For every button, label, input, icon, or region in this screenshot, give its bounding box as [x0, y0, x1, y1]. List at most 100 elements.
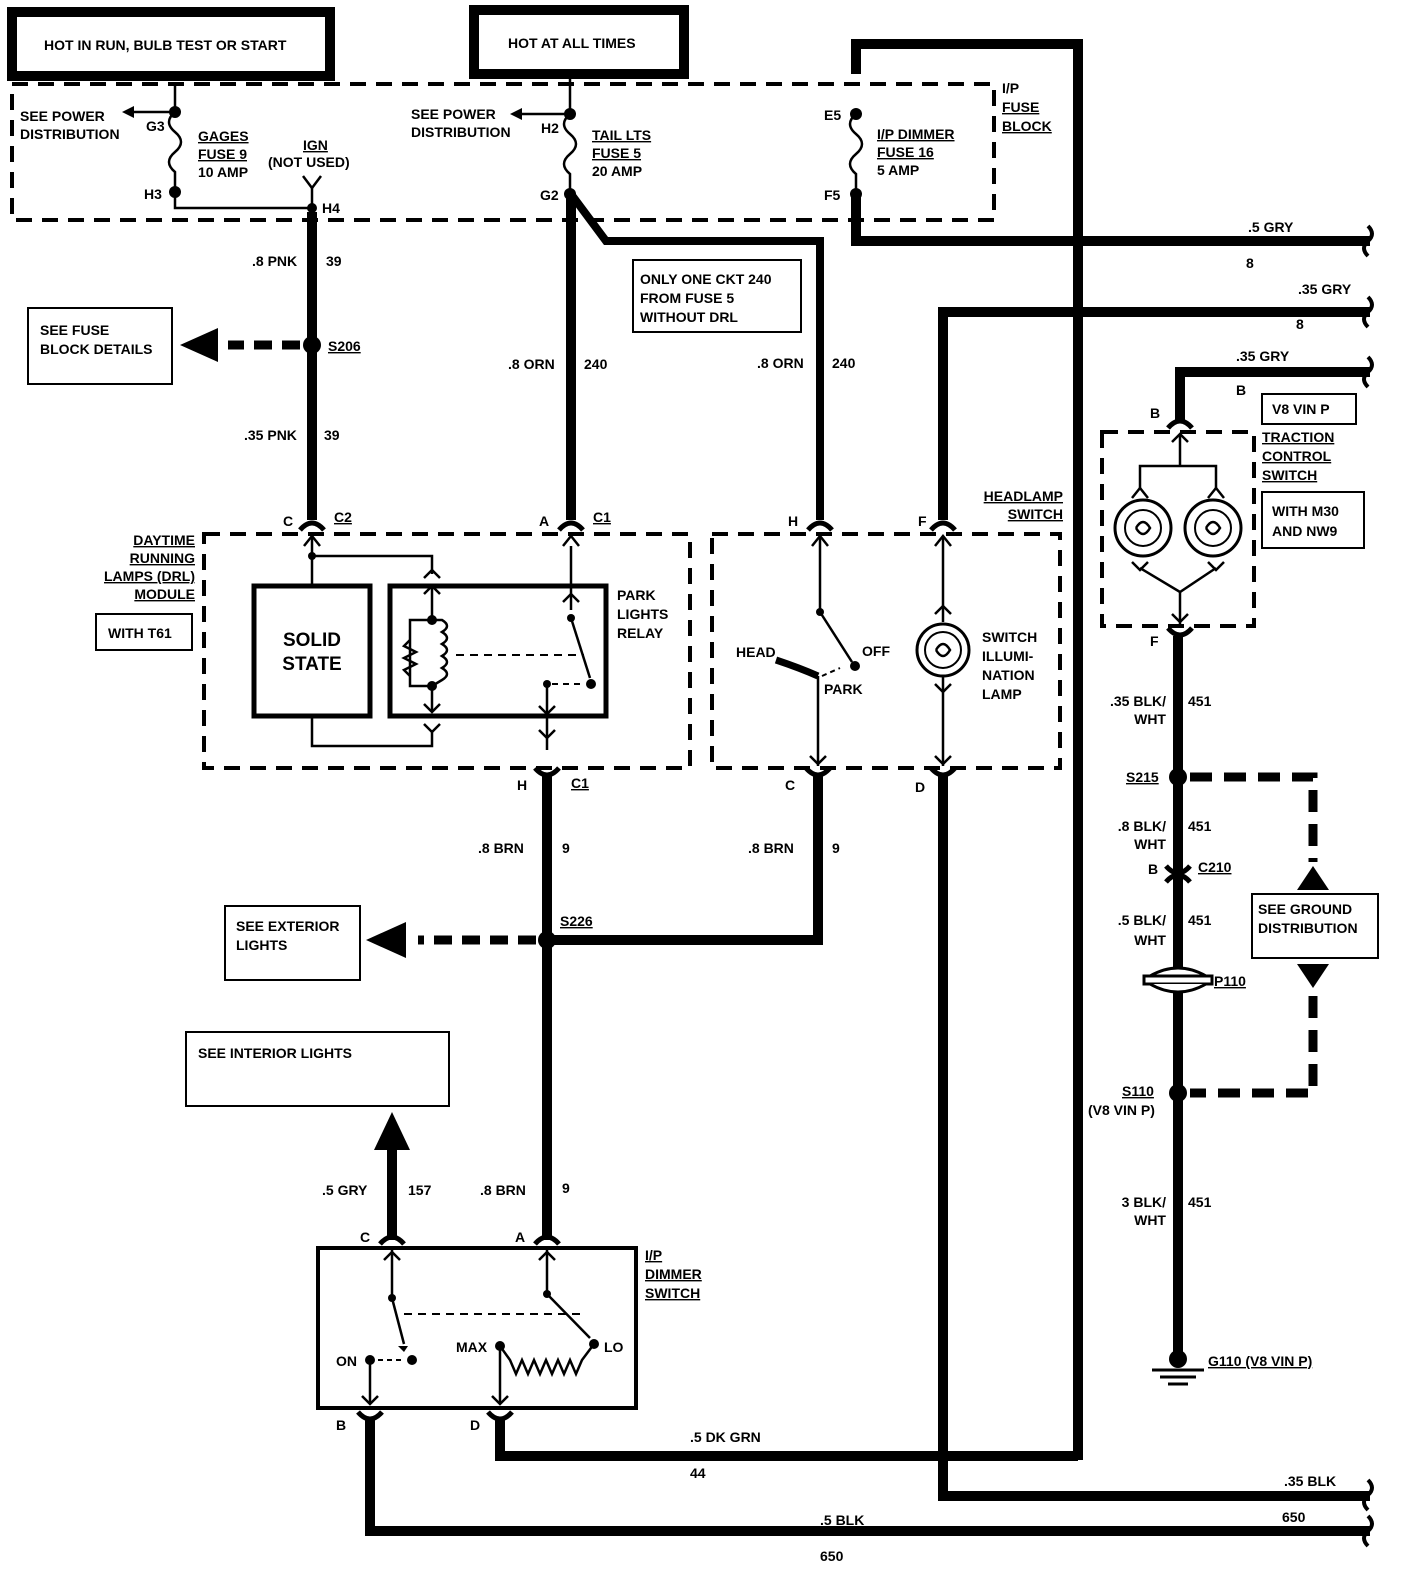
header-hot-in-run-text: HOT IN RUN, BULB TEST OR START: [44, 37, 287, 53]
svg-text:39: 39: [324, 427, 340, 443]
svg-text:TRACTION: TRACTION: [1262, 429, 1334, 445]
svg-text:D: D: [915, 779, 925, 795]
svg-text:FROM FUSE 5: FROM FUSE 5: [640, 290, 734, 306]
note-only-one-ckt: ONLY ONE CKT 240 FROM FUSE 5 WITHOUT DRL: [632, 259, 802, 333]
traction-switch-lamps: [1113, 432, 1243, 624]
headlamp-switch-outline: [710, 532, 1062, 770]
svg-text:LAMP: LAMP: [982, 686, 1022, 702]
dimmer-connector-b: B: [336, 1410, 384, 1433]
traction-connector-b: B: [1150, 405, 1194, 430]
svg-text:DAYTIME: DAYTIME: [133, 532, 195, 548]
svg-text:DISTRIBUTION: DISTRIBUTION: [1258, 920, 1358, 936]
svg-text:WITH M30: WITH M30: [1272, 503, 1339, 519]
svg-text:G110 (V8 VIN P): G110 (V8 VIN P): [1208, 1353, 1312, 1369]
svg-text:B: B: [336, 1417, 346, 1433]
svg-text:WHT: WHT: [1134, 836, 1166, 852]
solid-state-block: SOLID STATE: [251, 536, 441, 748]
ign-terminal: IGN (NOT USED) H4: [268, 137, 350, 216]
fuse-ip-dimmer: E5 F5 I/P DIMMER FUSE 16 5 AMP: [824, 107, 955, 203]
svg-text:FUSE 9: FUSE 9: [198, 146, 247, 162]
svg-text:PARK: PARK: [617, 587, 656, 603]
svg-text:C1: C1: [593, 509, 611, 525]
svg-text:.35 GRY: .35 GRY: [1298, 281, 1352, 297]
svg-text:.35 PNK: .35 PNK: [244, 427, 297, 443]
svg-text:DISTRIBUTION: DISTRIBUTION: [411, 124, 511, 140]
svg-text:S206: S206: [328, 338, 361, 354]
svg-text:SEE GROUND: SEE GROUND: [1258, 901, 1352, 917]
svg-text:IGN: IGN: [303, 137, 328, 153]
svg-text:A: A: [515, 1229, 525, 1245]
svg-text:G2: G2: [540, 187, 559, 203]
note-see-interior-lights: SEE INTERIOR LIGHTS: [185, 1031, 450, 1107]
svg-text:LO: LO: [604, 1339, 624, 1355]
svg-text:RUNNING: RUNNING: [130, 550, 195, 566]
headlamp-connector-h: H: [788, 513, 834, 547]
svg-text:S215: S215: [1126, 769, 1159, 785]
svg-text:C: C: [785, 777, 795, 793]
wire-label-orn-2: .8 ORN 240: [757, 355, 856, 371]
wire-label-gry-traction: .35 GRY B: [1236, 348, 1290, 398]
dimmer-connector-a: A: [515, 1229, 561, 1246]
svg-text:FUSE: FUSE: [1002, 99, 1039, 115]
splice-s215: S215: [1126, 768, 1187, 786]
svg-text:MAX: MAX: [456, 1339, 488, 1355]
svg-text:RELAY: RELAY: [617, 625, 664, 641]
fuse-gages: SEE POWER DISTRIBUTION G3 H3 GAGES FUSE …: [20, 84, 312, 210]
wire-label-pnk-2: .35 PNK 39: [244, 427, 340, 443]
svg-text:G3: G3: [146, 118, 165, 134]
svg-text:157: 157: [408, 1182, 432, 1198]
note-see-ground-distribution: SEE GROUND DISTRIBUTION: [1251, 893, 1379, 959]
svg-text:F5: F5: [824, 187, 841, 203]
svg-text:LIGHTS: LIGHTS: [617, 606, 668, 622]
headlamp-connector-c: C: [785, 766, 832, 793]
dimmer-switch-title: I/P DIMMER SWITCH: [645, 1247, 702, 1301]
svg-text:WITH T61: WITH T61: [108, 625, 172, 641]
fuse-block-title: I/P FUSE BLOCK: [1002, 80, 1052, 134]
note-with-m30: WITH M30 AND NW9: [1261, 491, 1365, 549]
svg-text:451: 451: [1188, 912, 1212, 928]
svg-text:650: 650: [820, 1548, 844, 1564]
headlamp-connector-d: D: [915, 766, 957, 795]
dimmer-switch-box: [316, 1246, 638, 1410]
svg-text:BLOCK: BLOCK: [1002, 118, 1052, 134]
svg-text:OFF: OFF: [862, 643, 890, 659]
note-see-fuse-block: SEE FUSE BLOCK DETAILS: [27, 307, 173, 385]
svg-text:SWITCH: SWITCH: [982, 629, 1037, 645]
drl-module-title: DAYTIME RUNNING LAMPS (DRL) MODULE: [104, 532, 195, 602]
svg-text:240: 240: [832, 355, 856, 371]
svg-text:.5 GRY: .5 GRY: [1248, 219, 1294, 235]
svg-text:SEE POWER: SEE POWER: [20, 108, 105, 124]
svg-text:C2: C2: [334, 509, 352, 525]
drl-connector-a: A C1: [539, 509, 611, 547]
wire-label-orn-1: .8 ORN 240: [508, 356, 608, 372]
svg-text:V8 VIN P: V8 VIN P: [1272, 401, 1330, 417]
svg-text:AND NW9: AND NW9: [1272, 523, 1338, 539]
svg-text:39: 39: [326, 253, 342, 269]
svg-text:MODULE: MODULE: [134, 586, 195, 602]
splice-s206: S206: [180, 328, 361, 362]
svg-text:WHT: WHT: [1134, 711, 1166, 727]
svg-text:HEAD: HEAD: [736, 644, 776, 660]
svg-text:BLOCK DETAILS: BLOCK DETAILS: [40, 341, 153, 357]
svg-text:10 AMP: 10 AMP: [198, 164, 248, 180]
wire-label-blk-wht-2: .8 BLK/ WHT 451: [1118, 818, 1212, 852]
svg-text:3 BLK/: 3 BLK/: [1122, 1194, 1166, 1210]
svg-text:ONLY ONE CKT 240: ONLY ONE CKT 240: [640, 271, 772, 287]
svg-text:.5 BLK/: .5 BLK/: [1118, 912, 1166, 928]
svg-text:.8 ORN: .8 ORN: [757, 355, 804, 371]
svg-text:WHT: WHT: [1134, 1212, 1166, 1228]
svg-text:B: B: [1148, 861, 1158, 877]
svg-text:451: 451: [1188, 818, 1212, 834]
passthrough-p110: P110: [1142, 966, 1246, 994]
svg-text:SWITCH: SWITCH: [1008, 506, 1063, 522]
svg-text:.8 BRN: .8 BRN: [478, 840, 524, 856]
svg-text:NATION: NATION: [982, 667, 1035, 683]
ground-distribution-path: [1190, 772, 1329, 1098]
svg-text:P110: P110: [1214, 973, 1246, 989]
svg-text:(NOT USED): (NOT USED): [268, 154, 350, 170]
header-hot-at-all-times-text: HOT AT ALL TIMES: [508, 35, 636, 51]
svg-text:H: H: [788, 513, 798, 529]
svg-text:SOLID: SOLID: [283, 630, 341, 651]
svg-text:C: C: [283, 513, 293, 529]
svg-text:8: 8: [1246, 255, 1254, 271]
